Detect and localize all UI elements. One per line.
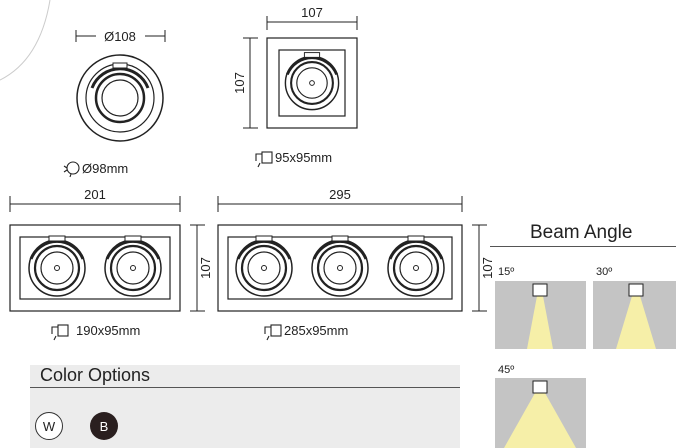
beam-angle-title: Beam Angle xyxy=(530,222,633,243)
beam-label-15: 15º xyxy=(498,266,515,278)
cutout-square-icon xyxy=(51,324,69,341)
triple-height-label: 107 xyxy=(480,257,495,279)
color-options-panel: Color Options W B xyxy=(30,365,460,448)
beam-label-30: 30º xyxy=(596,266,613,278)
beam-label-45: 45º xyxy=(498,364,515,376)
single-height-label: 107 xyxy=(232,72,247,94)
beam-panel-15 xyxy=(495,281,586,349)
beam-panel-45 xyxy=(495,378,586,448)
single-cutout-label: 95x95mm xyxy=(275,150,332,165)
double-height-label: 107 xyxy=(198,257,213,279)
cutout-round-icon xyxy=(63,161,80,178)
triple-cutout-label: 285x95mm xyxy=(284,323,348,338)
color-options-divider xyxy=(30,387,460,388)
beam-panel-30 xyxy=(593,281,676,349)
triple-width-label: 295 xyxy=(329,187,351,202)
single-fixture: 107 107 xyxy=(232,5,358,129)
color-swatch-black[interactable]: B xyxy=(90,412,118,440)
color-options-title: Color Options xyxy=(40,365,151,385)
color-swatch-black-label: B xyxy=(99,418,109,434)
beam-angle-divider xyxy=(490,246,676,247)
double-fixture: 201 107 xyxy=(9,187,213,312)
cutout-square-icon xyxy=(255,151,273,168)
round-width-label: Ø108 xyxy=(104,29,136,44)
color-swatch-white[interactable]: W xyxy=(35,412,63,440)
decor-arc xyxy=(0,0,51,81)
round-fixture: Ø108 xyxy=(75,29,166,142)
single-width-label: 107 xyxy=(301,5,323,20)
double-width-label: 201 xyxy=(84,187,106,202)
round-cutout-label: Ø98mm xyxy=(82,161,128,176)
color-swatch-white-label: W xyxy=(42,418,56,434)
cutout-square-icon xyxy=(264,324,282,341)
triple-fixture: 295 107 xyxy=(217,187,495,312)
double-cutout-label: 190x95mm xyxy=(76,323,140,338)
